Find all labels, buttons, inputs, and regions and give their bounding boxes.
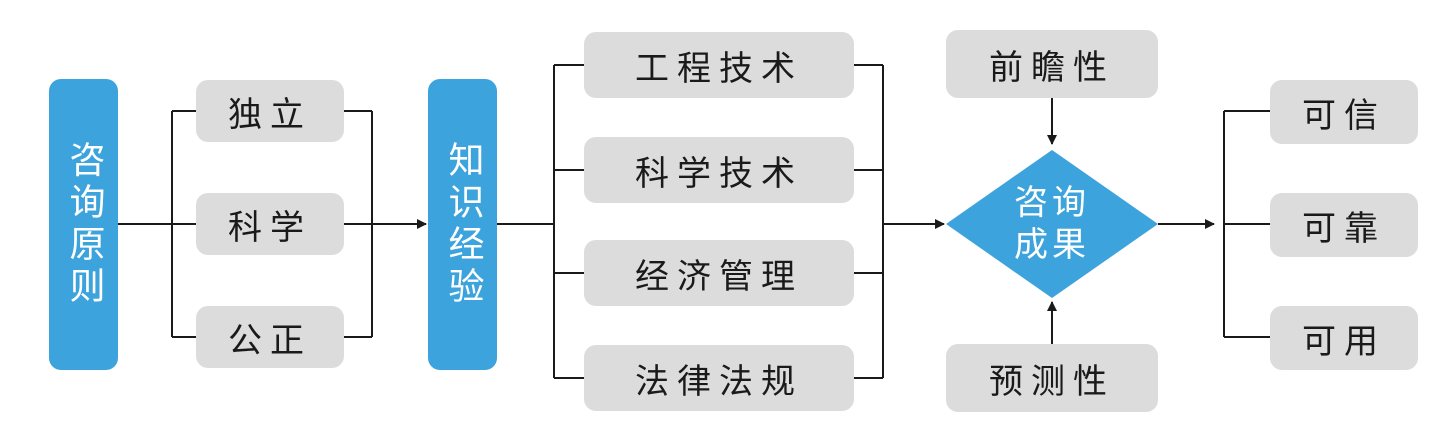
principle-impartial: 公正 <box>196 306 344 368</box>
principle-independent: 独立 <box>196 80 344 142</box>
principle-scientific: 科学 <box>196 193 344 255</box>
knowledge-law: 法律法规 <box>584 345 854 411</box>
principles-title: 咨询原则 <box>49 79 118 370</box>
result-line-2: 成果 <box>1014 225 1090 265</box>
knowledge-science: 科学技术 <box>584 137 854 203</box>
knowledge-engineering: 工程技术 <box>584 32 854 98</box>
input-foresight: 前瞻性 <box>946 30 1158 98</box>
knowledge-economics: 经济管理 <box>584 240 854 306</box>
outcome-usable: 可用 <box>1270 306 1418 370</box>
outcome-reliable: 可靠 <box>1270 193 1418 257</box>
knowledge-title: 知识经验 <box>428 79 497 370</box>
result-line-1: 咨询 <box>1014 183 1090 223</box>
input-predictive: 预测性 <box>946 344 1158 412</box>
outcome-credible: 可信 <box>1270 80 1418 144</box>
result-label: 咨询 成果 <box>982 182 1122 266</box>
result-diamond <box>946 150 1158 298</box>
